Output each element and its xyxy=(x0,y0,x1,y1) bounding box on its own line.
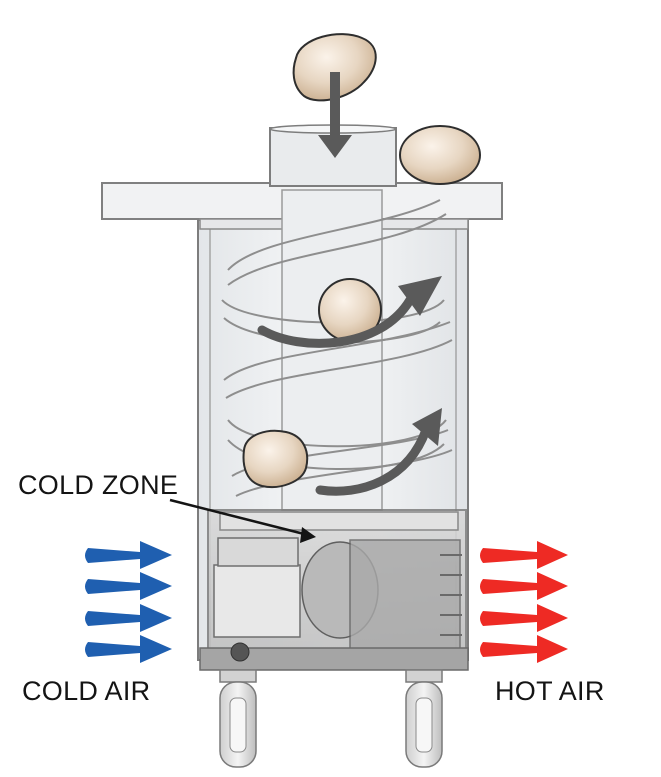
compressor-bracket xyxy=(217,537,299,567)
curved-arrow-icon xyxy=(315,408,442,496)
caster-wheel-right xyxy=(405,669,443,768)
feed-arrow-icon xyxy=(318,72,352,158)
cold-air-arrows xyxy=(85,541,172,663)
caster-wheel-left xyxy=(219,669,257,768)
base-knob xyxy=(230,642,250,662)
right-arrow-icon xyxy=(480,604,568,632)
cold-zone-label: COLD ZONE xyxy=(18,470,179,500)
right-arrow-icon xyxy=(85,604,172,632)
right-arrow-icon xyxy=(85,572,172,600)
cold-zone-pointer xyxy=(169,498,316,543)
right-arrow-icon xyxy=(480,572,568,600)
base-plate xyxy=(199,647,469,671)
right-arrow-icon xyxy=(85,541,172,569)
compressor-housing xyxy=(213,564,301,638)
cold-zone-plate xyxy=(219,511,459,531)
dough-piece-incoming xyxy=(292,33,377,102)
dough-piece-lower xyxy=(242,429,309,488)
hot-air-label: HOT AIR xyxy=(495,676,605,706)
right-arrow-icon xyxy=(85,635,172,663)
right-arrow-icon xyxy=(480,635,568,663)
dough-ball-top xyxy=(399,125,481,185)
right-arrow-icon xyxy=(480,541,568,569)
curved-arrow-icon xyxy=(257,276,442,348)
hot-air-arrows xyxy=(480,541,568,663)
cold-air-label: COLD AIR xyxy=(22,676,151,706)
vent-grille xyxy=(440,554,462,636)
